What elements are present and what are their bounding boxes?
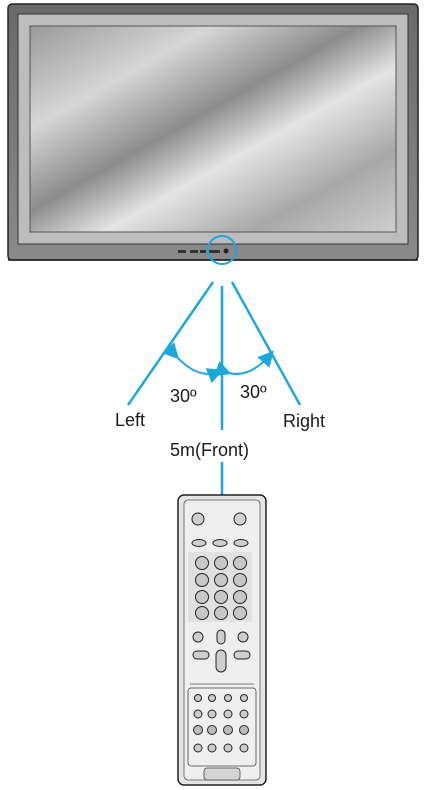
input-button bbox=[191, 512, 205, 526]
right-angle-arc bbox=[213, 350, 274, 377]
remote-control bbox=[177, 494, 267, 786]
nav-center-pill bbox=[215, 649, 227, 673]
left-angle-arc bbox=[162, 342, 224, 384]
mute-button bbox=[192, 631, 204, 643]
zoom-button bbox=[237, 631, 249, 643]
left-label: Left bbox=[115, 410, 145, 430]
ir-sensor-icon bbox=[223, 248, 229, 254]
ch-rocker bbox=[233, 650, 251, 660]
angle-right-label: 30º bbox=[240, 382, 267, 402]
front-label: 5m(Front) bbox=[170, 440, 249, 460]
center-pill-button bbox=[216, 629, 226, 645]
vol-rocker bbox=[192, 650, 210, 660]
ir-sensor-highlight bbox=[207, 235, 237, 265]
angle-left-label: 30º bbox=[170, 386, 197, 406]
right-label: Right bbox=[283, 411, 325, 431]
right-range-line bbox=[230, 281, 302, 406]
tv-monitor bbox=[7, 3, 419, 265]
tv-screen bbox=[29, 25, 397, 233]
tv-control-buttons bbox=[178, 250, 220, 253]
number-pad bbox=[195, 556, 247, 620]
favorites-button bbox=[233, 539, 249, 547]
remote-bottom-base bbox=[203, 767, 241, 781]
reception-lines bbox=[126, 281, 302, 495]
power-button bbox=[233, 512, 247, 526]
function-buttons bbox=[193, 694, 249, 753]
function-panel bbox=[187, 687, 257, 767]
freeze-button bbox=[191, 539, 207, 547]
s-mode-button bbox=[212, 539, 228, 547]
